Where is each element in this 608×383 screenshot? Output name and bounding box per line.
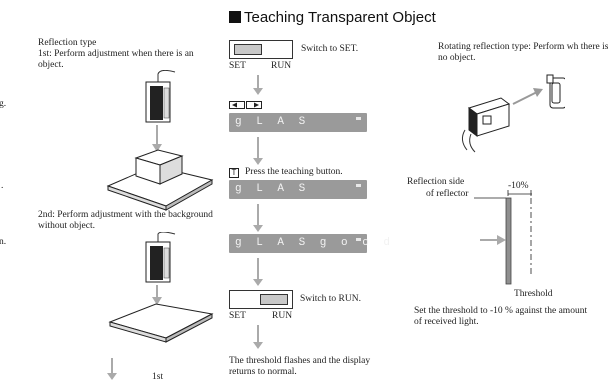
switch-to-set-label: Switch to SET. — [301, 44, 359, 54]
rotating-reflection-text: Rotating reflection type: Perform wh the… — [438, 42, 608, 63]
sensor-reflector-illustration — [461, 74, 565, 153]
switch-set-text: SET — [229, 311, 246, 321]
switch-to-run-label: Switch to RUN. — [300, 294, 361, 304]
down-arrow-icon — [253, 137, 263, 165]
switch-set-text: SET — [229, 61, 246, 71]
page-title: Teaching Transparent Object — [229, 9, 436, 26]
reflection-type-heading: Reflection type — [38, 38, 97, 48]
mode-indicator-icon — [229, 101, 262, 109]
switch-run-text: RUN — [271, 61, 292, 71]
title-text: Teaching Transparent Object — [244, 9, 436, 26]
margin-fragment-3: n. — [0, 237, 7, 247]
sensor-without-object-illustration — [108, 232, 214, 343]
display-text: g L A S — [235, 116, 310, 128]
title-square-icon — [229, 11, 241, 23]
display-dot-icon — [356, 238, 361, 241]
display-text: g L A S g o o d — [235, 237, 395, 249]
step2-text: 2nd: Perform adjustment with the backgro… — [38, 210, 213, 231]
down-arrow-icon — [253, 75, 263, 95]
switch-run-text: RUN — [272, 311, 293, 321]
display-dot-icon — [356, 117, 361, 120]
footer-text: The threshold flashes and the display re… — [229, 356, 371, 377]
display-glas-1: g L A S — [229, 113, 367, 132]
teach-key-icon: T — [229, 168, 239, 178]
bottom-1st-label: 1st — [152, 372, 164, 382]
teach-text: Press the teaching button. — [245, 167, 343, 177]
display-glas-good: g L A S g o o d — [229, 234, 390, 253]
step1-text: 1st: Perform adjustment when there is an… — [38, 49, 194, 70]
set-run-switch-run — [229, 290, 293, 309]
margin-fragment-1: g. — [0, 99, 7, 109]
set-run-switch-set — [229, 40, 293, 59]
down-arrow-icon — [107, 358, 117, 380]
of-reflector-label: of reflector — [426, 189, 469, 199]
margin-fragment-2: . — [1, 181, 4, 191]
threshold-diagram — [474, 190, 532, 285]
display-dot-icon — [356, 184, 361, 187]
down-arrow-icon — [253, 325, 263, 349]
reflection-side-label: Reflection side — [407, 177, 465, 187]
down-arrow-icon — [253, 258, 263, 286]
sensor-with-object-illustration — [106, 70, 214, 211]
threshold-text: Set the threshold to -10 % against the a… — [414, 306, 588, 327]
percent-label: -10% — [508, 181, 529, 191]
display-glas-2: g L A S — [229, 180, 367, 199]
switch-knob — [260, 294, 288, 305]
display-text: g L A S — [235, 183, 310, 195]
down-arrow-icon — [253, 204, 263, 232]
switch-knob — [234, 44, 262, 55]
threshold-label: Threshold — [514, 289, 553, 299]
